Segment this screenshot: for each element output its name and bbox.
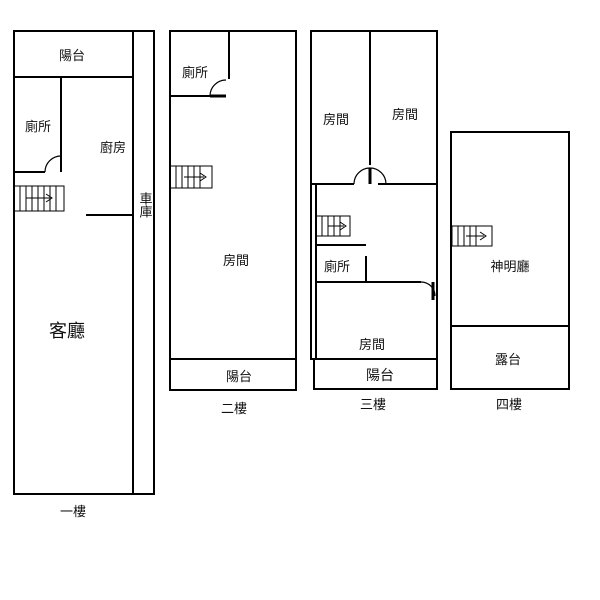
room-bottom-label: 房間: [359, 337, 385, 353]
balcony-label: 陽台: [366, 368, 394, 384]
living-room-label: 客廳: [49, 321, 85, 342]
toilet-door-arc: [44, 155, 62, 173]
stairs-icon: [315, 215, 351, 237]
floor-3-caption: 三樓: [360, 398, 386, 413]
room-left-label: 房間: [323, 112, 349, 128]
floor-4-outline: [450, 131, 570, 390]
toilet-label: 廁所: [324, 259, 350, 275]
stairs-icon: [13, 185, 65, 212]
terrace-label: 露台: [495, 353, 521, 368]
shrine-hall-label: 神明廳: [490, 259, 529, 275]
floor-4-caption: 四樓: [496, 398, 522, 413]
toilet-door-arc: [209, 79, 227, 97]
floor-1-plan: 陽台 廁所 廚房 車庫 客廳 一樓: [13, 30, 155, 520]
kitchen-label: 廚房: [100, 140, 126, 156]
floor-3-plan: 房間 房間 廁所 房間 陽台 三樓: [310, 30, 438, 413]
door-arc-bottom: [420, 281, 436, 297]
garage-label: 車庫: [137, 192, 153, 218]
stairs-icon: [451, 225, 493, 247]
balcony-label: 陽台: [226, 370, 252, 385]
balcony-label: 陽台: [59, 49, 85, 64]
door-arc-left: [353, 167, 371, 185]
floor-4-plan: 神明廳 露台 四樓: [450, 131, 570, 413]
toilet-label: 廁所: [182, 65, 208, 81]
floor-2-plan: 廁所 房間 陽台 二樓: [169, 30, 297, 417]
floor-1-outline: [13, 30, 155, 495]
stairs-icon: [169, 165, 213, 189]
floor-2-caption: 二樓: [221, 402, 247, 417]
room-right-label: 房間: [392, 107, 418, 123]
room-label: 房間: [223, 253, 249, 269]
floor-1-caption: 一樓: [60, 505, 86, 520]
door-arc-right: [369, 167, 387, 185]
toilet-label: 廁所: [25, 119, 51, 135]
floor-3-balcony-outline: [313, 358, 438, 390]
floor-3-outline: [310, 30, 438, 360]
floor-2-balcony-outline: [169, 358, 297, 391]
